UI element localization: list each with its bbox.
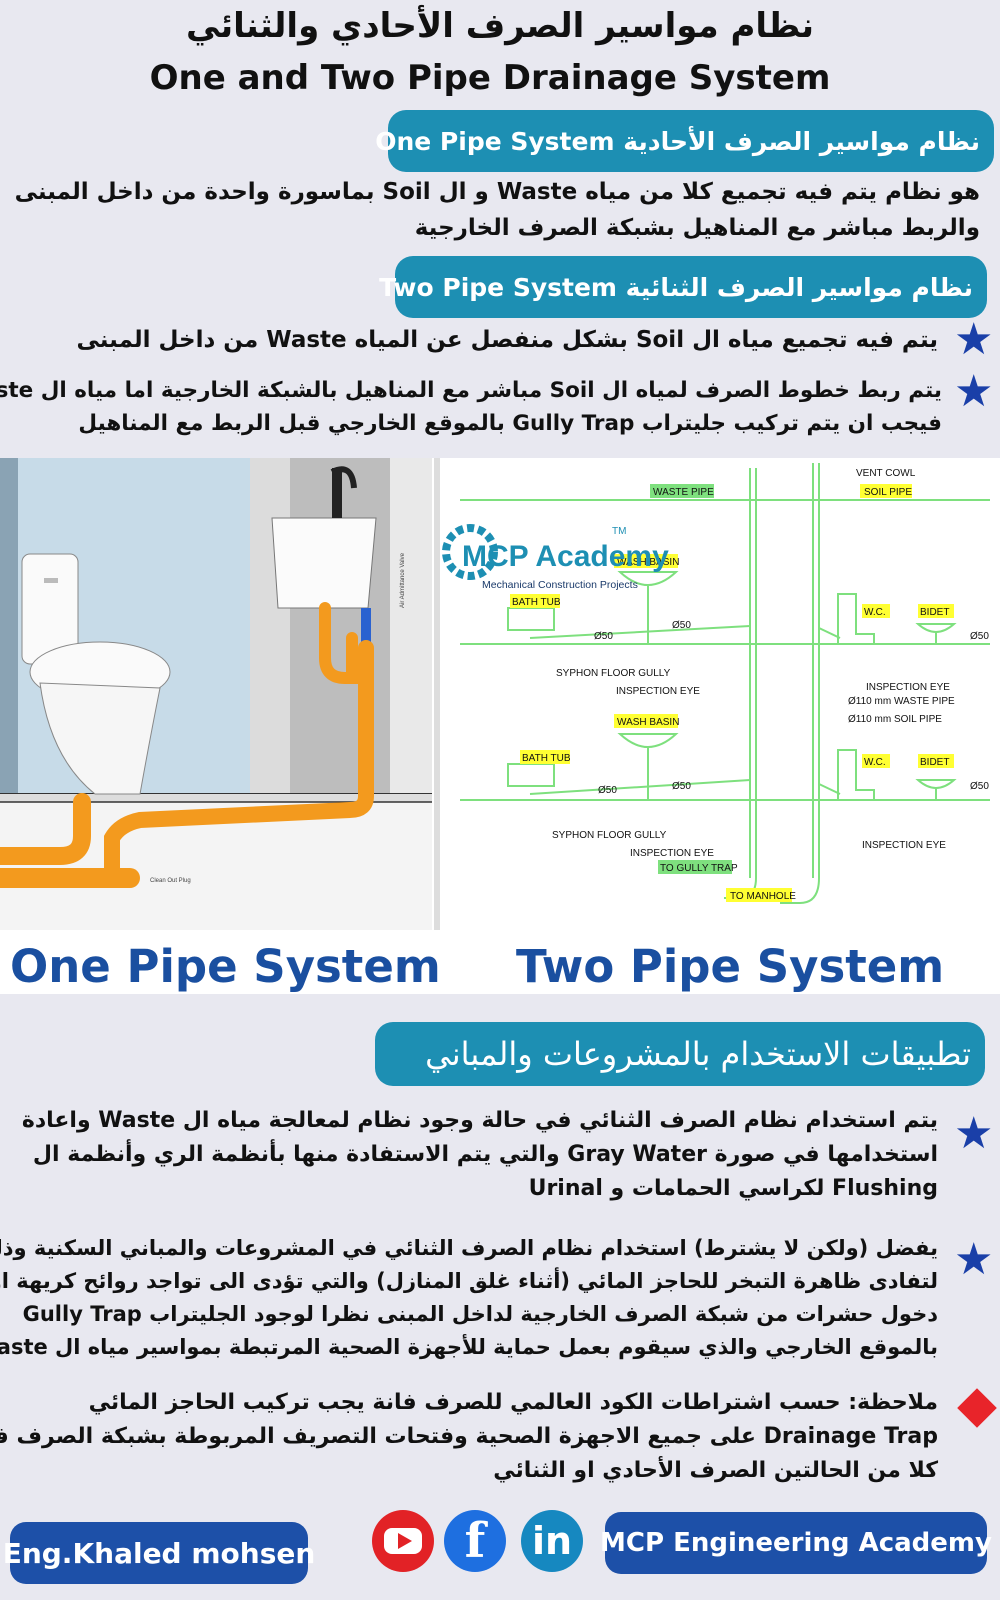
- application-point-1-line: استخدامها في صورة Gray Water والتي يتم ا…: [32, 1142, 938, 1167]
- page-title-english: One and Two Pipe Drainage System: [149, 58, 831, 98]
- label-syphon-floor-gully: SYPHON FLOOR GULLY: [556, 668, 671, 679]
- application-point-1-line: Flushing لكراسي الحمامات و Urinal: [528, 1176, 938, 1201]
- two-pipe-schematic: VENT COWL SOIL PIPE WASTE PIPE WASH BASI…: [442, 458, 1000, 930]
- label-soil-110: Ø110 mm SOIL PIPE: [848, 714, 942, 725]
- two-pipe-point-2: يتم ربط خطوط الصرف لمياه ال Soil مباشر م…: [0, 374, 942, 440]
- label-d50: Ø50: [598, 785, 617, 796]
- clean-out-label: Clean Out Plug: [150, 878, 191, 884]
- youtube-icon[interactable]: [372, 1510, 434, 1572]
- label-vent-cowl: VENT COWL: [856, 468, 916, 479]
- two-pipe-caption: Two Pipe System: [516, 940, 945, 993]
- one-pipe-render: Air Admittance Valve Clean Out Plug: [0, 458, 432, 930]
- application-point-2-line: يفضل (ولكن لا يشترط) استخدام نظام الصرف …: [0, 1236, 938, 1260]
- author-badge: Eng.Khaled mohsen: [3, 1522, 315, 1584]
- label-inspection-eye: INSPECTION EYE: [616, 686, 700, 697]
- label-to-manhole: TO MANHOLE: [730, 891, 796, 902]
- air-valve-label: Air Admittance Valve: [400, 552, 406, 608]
- star-icon: ★: [954, 366, 994, 417]
- label-d50: Ø50: [672, 781, 691, 792]
- label-bath-tub: BATH TUB: [512, 597, 561, 608]
- code-note-line: ملاحظة: حسب اشتراطات الكود العالمي للصرف…: [88, 1390, 938, 1415]
- application-point-2-line: بالموقع الخارجي والذي سيقوم بعمل حماية ل…: [0, 1335, 938, 1359]
- facebook-icon[interactable]: f: [444, 1510, 506, 1572]
- two-pipe-point-2-line: فيجب ان يتم تركيب جليتراب Gully Trap بال…: [78, 411, 942, 436]
- code-note-line: كلا من الحالتين الصرف الأحادي او الثنائي: [493, 1458, 938, 1483]
- star-icon: ★: [954, 1234, 994, 1285]
- drainage-figure: Air Admittance Valve Clean Out Plug: [0, 458, 1000, 994]
- one-pipe-line: هو نظام يتم فيه تجميع كلا من مياه Waste …: [14, 179, 980, 205]
- code-note-line: Drainage Trap على جميع الاجهزة الصحية وف…: [0, 1424, 938, 1449]
- schematic-lines: [460, 463, 990, 904]
- label-inspection-eye: INSPECTION EYE: [630, 848, 714, 859]
- label-inspection-eye: INSPECTION EYE: [862, 840, 946, 851]
- diamond-icon: [957, 1388, 997, 1428]
- label-waste-pipe: WASTE PIPE: [653, 487, 714, 498]
- label-wc: W.C.: [864, 607, 886, 618]
- star-icon: ★: [954, 314, 994, 365]
- application-point-1: يتم استخدام نظام الصرف الثنائي في حالة و…: [22, 1104, 938, 1206]
- label-d50: Ø50: [672, 620, 691, 631]
- label-d50: Ø50: [594, 631, 613, 642]
- two-pipe-point-1: يتم فيه تجميع مياه ال Soil بشكل منفصل عن…: [76, 327, 938, 353]
- label-bidet: BIDET: [920, 757, 949, 768]
- application-point-2-line: لتفادى ظاهرة التبخر للحاجز المائي (أثناء…: [0, 1269, 938, 1293]
- application-point-1-line: يتم استخدام نظام الصرف الثنائي في حالة و…: [21, 1108, 938, 1133]
- toilet-illustration: [21, 553, 171, 795]
- two-pipe-point-2-line: يتم ربط خطوط الصرف لمياه ال Soil مباشر م…: [0, 378, 942, 403]
- mcp-academy-logo: MCP Academy TM Mechanical Construction P…: [442, 524, 669, 591]
- label-to-gully-trap: TO GULLY TRAP: [660, 863, 738, 874]
- applications-heading: تطبيقات الاستخدام بالمشروعات والمباني: [375, 1022, 985, 1086]
- drainage-figure-svg: Air Admittance Valve Clean Out Plug: [0, 458, 1000, 930]
- label-bidet: BIDET: [920, 607, 949, 618]
- label-wc: W.C.: [864, 757, 886, 768]
- star-icon: ★: [954, 1108, 994, 1159]
- label-soil-pipe: SOIL PIPE: [864, 487, 912, 498]
- logo-name: MCP Academy: [462, 540, 669, 573]
- page-title-arabic: نظام مواسير الصرف الأحادي والثنائي: [185, 6, 815, 46]
- label-waste-110: Ø110 mm WASTE PIPE: [848, 696, 955, 707]
- sink-illustration: [271, 466, 377, 648]
- code-note: ملاحظة: حسب اشتراطات الكود العالمي للصرف…: [0, 1386, 938, 1488]
- label-wash-basin: WASH BASIN: [617, 717, 679, 728]
- label-d50: Ø50: [970, 631, 989, 642]
- label-syphon-floor-gully: SYPHON FLOOR GULLY: [552, 830, 667, 841]
- label-d50: Ø50: [970, 781, 989, 792]
- orange-waste-soil-pipe: [0, 602, 374, 888]
- academy-badge: MCP Engineering Academy: [600, 1512, 992, 1574]
- label-inspection-eye: INSPECTION EYE: [866, 682, 950, 693]
- one-pipe-line: والربط مباشر مع المناهيل بشبكة الصرف الخ…: [414, 215, 980, 241]
- one-pipe-description: هو نظام يتم فيه تجميع كلا من مياه Waste …: [15, 174, 980, 246]
- application-point-2: يفضل (ولكن لا يشترط) استخدام نظام الصرف …: [0, 1232, 938, 1364]
- two-pipe-heading: نظام مواسير الصرف الثنائية Two Pipe Syst…: [379, 256, 987, 318]
- label-wash-basin: WASH BASIN: [617, 557, 679, 568]
- logo-subtitle: Mechanical Construction Projects: [482, 579, 638, 591]
- logo-tm: TM: [612, 526, 626, 537]
- one-pipe-heading: نظام مواسير الصرف الأحادية One Pipe Syst…: [375, 110, 994, 172]
- linkedin-icon[interactable]: in: [521, 1510, 583, 1572]
- one-pipe-caption: One Pipe System: [10, 940, 441, 993]
- application-point-2-line: دخول حشرات من شبكة الصرف الخارجية لداخل …: [22, 1302, 938, 1326]
- label-bath-tub: BATH TUB: [522, 753, 571, 764]
